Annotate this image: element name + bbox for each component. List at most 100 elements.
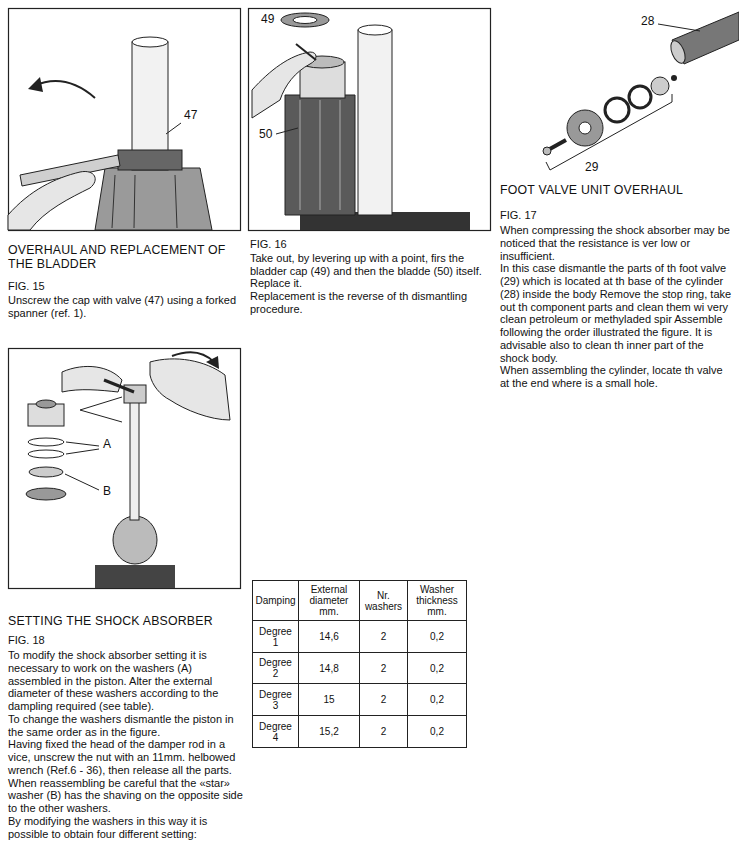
cylinder-top bbox=[358, 25, 392, 35]
body-ribs bbox=[112, 175, 177, 228]
table-cell: Degree 2 bbox=[253, 653, 298, 683]
figure-number: FIG. 15 bbox=[8, 280, 242, 293]
section-heading: OVERHAUL AND REPLACEMENT OF THE BLADDER bbox=[8, 243, 242, 272]
figure-frame bbox=[9, 349, 241, 589]
callout-number: 29 bbox=[584, 160, 599, 174]
table-cell: Degree 4 bbox=[253, 716, 298, 747]
washer bbox=[28, 438, 64, 446]
damper-body bbox=[95, 168, 212, 230]
callout-number: 50 bbox=[258, 127, 273, 141]
valve-disc bbox=[567, 110, 603, 146]
explode-bracket bbox=[80, 397, 122, 422]
table-header: Nr. washers bbox=[360, 581, 407, 620]
body-ribs bbox=[300, 100, 340, 210]
pointed-tool bbox=[296, 44, 316, 60]
body-paragraph: By modifying the washers in this way it … bbox=[8, 815, 244, 841]
ring bbox=[605, 98, 629, 122]
washer bbox=[28, 450, 64, 458]
leader-line bbox=[658, 24, 700, 31]
table-cell: 2 bbox=[360, 684, 407, 715]
star-plate bbox=[651, 77, 669, 95]
figure-frame bbox=[9, 9, 241, 231]
cylinder bbox=[358, 30, 392, 215]
table-grid bbox=[252, 580, 467, 748]
body-paragraph: Having fixed the head of the damper rod … bbox=[8, 738, 244, 815]
table-cell: 2 bbox=[360, 653, 407, 683]
star-washer bbox=[29, 467, 63, 477]
table-cell: Degree 3 bbox=[253, 684, 298, 715]
figure-frame bbox=[249, 9, 491, 231]
body-paragraph: To modify the shock absorber setting it … bbox=[8, 649, 244, 713]
rotation-arrow bbox=[34, 81, 95, 98]
body-paragraph: Replace it. bbox=[250, 277, 486, 290]
table-cell: 14,6 bbox=[299, 621, 359, 652]
figure-number: FIG. 17 bbox=[500, 209, 734, 222]
leader-line bbox=[65, 474, 99, 490]
nut bbox=[36, 400, 56, 408]
rod-head bbox=[113, 516, 157, 564]
arrow-head bbox=[28, 77, 43, 92]
bolt-head bbox=[543, 147, 551, 155]
table-cell: 2 bbox=[360, 716, 407, 747]
figure-number: FIG. 18 bbox=[8, 634, 244, 647]
text-column: FOOT VALVE UNIT OVERHAUL FIG. 17 When comp… bbox=[500, 183, 734, 390]
section-heading: FOOT VALVE UNIT OVERHAUL bbox=[500, 183, 734, 197]
fig18-drawing bbox=[26, 352, 230, 588]
leader-line bbox=[276, 128, 298, 134]
text-column: FIG. 16Take out, by levering up with a p… bbox=[250, 238, 486, 316]
section-heading: SETTING THE SHOCK ABSORBER bbox=[8, 614, 244, 628]
disc-hole bbox=[579, 122, 591, 134]
rotation-arrow bbox=[172, 352, 214, 362]
ball bbox=[671, 75, 677, 81]
valve-cap bbox=[118, 150, 182, 170]
table-cell: 0,2 bbox=[408, 684, 466, 715]
text-column: OVERHAUL AND REPLACEMENT OF THE BLADDER F… bbox=[8, 243, 242, 320]
body-paragraph: Take out, by levering up with a point, f… bbox=[250, 252, 486, 278]
group-bracket bbox=[546, 94, 672, 170]
fig15-drawing bbox=[8, 37, 212, 230]
table-cell: 0,2 bbox=[408, 653, 466, 683]
piston-nut bbox=[124, 385, 146, 403]
arrow-head bbox=[206, 356, 219, 369]
part-letter: A bbox=[102, 437, 112, 451]
callout-number: 47 bbox=[183, 108, 198, 122]
table-header: Washer thickness mm. bbox=[408, 581, 466, 620]
body-paragraph: In this case dismantle the parts of th f… bbox=[500, 262, 734, 364]
table-cell: 15 bbox=[299, 684, 359, 715]
cap-hole bbox=[293, 17, 317, 24]
table-cell: 2 bbox=[360, 621, 407, 652]
leader-line bbox=[166, 123, 181, 134]
body-paragraph: When assembling the cylinder, locate th … bbox=[500, 364, 734, 390]
table-cell: 15,2 bbox=[299, 716, 359, 747]
vice bbox=[95, 565, 175, 588]
ring bbox=[629, 86, 651, 108]
damper-body bbox=[285, 95, 355, 215]
bladder-cap bbox=[281, 13, 329, 27]
hand bbox=[8, 171, 95, 230]
body-paragraph: Unscrew the cap with valve (47) using a … bbox=[8, 294, 242, 320]
body-paragraph: Replacement is the reverse of th dismant… bbox=[250, 290, 486, 316]
leader-line bbox=[66, 442, 99, 454]
ring bbox=[26, 488, 66, 500]
fig17-drawing bbox=[543, 12, 739, 170]
damper-rod bbox=[130, 400, 139, 520]
hand bbox=[62, 366, 122, 392]
table-cell: 0,2 bbox=[408, 621, 466, 652]
figure-number: FIG. 16 bbox=[250, 238, 486, 251]
table-header: Damping bbox=[253, 581, 298, 620]
body-paragraph: When compressing the shock absorber may … bbox=[500, 224, 734, 262]
table-cell: 0,2 bbox=[408, 716, 466, 747]
fig16-drawing bbox=[252, 13, 470, 230]
table-rules bbox=[252, 580, 466, 747]
table-border bbox=[253, 581, 467, 748]
body-paragraph: To change the washers dismantle the pist… bbox=[8, 713, 244, 739]
table-header: External diameter mm. bbox=[299, 581, 359, 620]
part-letter: B bbox=[102, 484, 112, 498]
cylinder-top bbox=[132, 37, 168, 47]
hand bbox=[252, 52, 316, 118]
cylinder-end bbox=[668, 39, 688, 66]
callout-number: 49 bbox=[260, 12, 275, 26]
text-column: SETTING THE SHOCK ABSORBER FIG. 18 To modi… bbox=[8, 614, 244, 840]
callout-number: 28 bbox=[640, 14, 655, 28]
table-cell: 14,8 bbox=[299, 653, 359, 683]
